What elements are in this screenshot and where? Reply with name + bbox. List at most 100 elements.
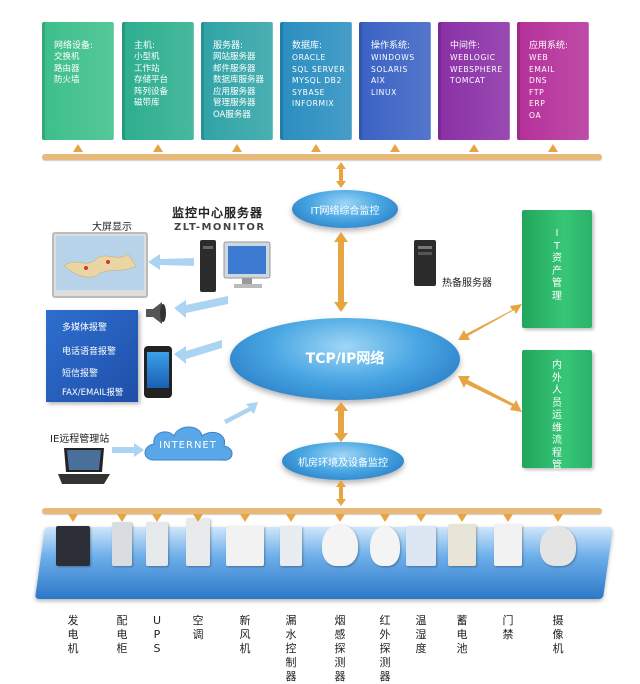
device-label: 发电机 (67, 614, 79, 655)
alarm-item: 短信报警 (62, 369, 99, 379)
connector-arrow (311, 144, 321, 152)
tcpip-network-node: TCP/IP网络 (230, 318, 460, 400)
connector-arrow (503, 514, 513, 522)
water-leak-controller-icon (280, 526, 302, 566)
power-cabinet-icon (112, 522, 132, 566)
device-label: 门禁 (502, 614, 514, 641)
connector-arrow (335, 514, 345, 522)
hot-backup-server-icon (414, 240, 436, 286)
device-label: 漏水控制器 (285, 614, 297, 683)
connector-arrow (68, 514, 78, 522)
battery-icon (448, 524, 476, 566)
speaker-icon (144, 300, 170, 330)
category-title: 网络设备: (54, 41, 94, 51)
category-cube: 主机:小型机 工作站 存储平台 阵列设备 磁带库 (122, 22, 194, 140)
device-label: 新风机 (239, 614, 251, 655)
connector-arrow (153, 144, 163, 152)
fresh-air-unit-icon (226, 526, 264, 566)
tcpip-label: TCP/IP网络 (305, 351, 385, 367)
device-label: 烟感探测器 (334, 614, 346, 683)
arrow-top-to-itmonitor (336, 162, 346, 188)
internet-label: INTERNET (159, 440, 217, 451)
category-cube: 应用系统: WEB EMAIL DNS FTP ERP OA (517, 22, 589, 140)
category-title: 服务器: (213, 41, 244, 51)
temp-humidity-sensor-icon (406, 526, 436, 566)
connector-arrow (240, 514, 250, 522)
device-label: 蓄电池 (456, 614, 468, 655)
bottom-bus-bar (42, 508, 602, 514)
device-label: 配电柜 (116, 614, 128, 655)
alarm-item: 多媒体报警 (62, 323, 108, 333)
connector-arrow (286, 514, 296, 522)
hot-backup-label: 热备服务器 (442, 278, 492, 289)
room-monitor-label: 机房环境及设备监控 (298, 458, 388, 469)
center-subtitle: ZLT-MONITOR (174, 222, 266, 233)
category-items: 网站服务器 邮件服务器 数据库服务器 应用服务器 管理服务器 OA服务器 (213, 52, 265, 120)
category-items: WEBLOGIC WEBSPHERE TOMCAT (450, 53, 503, 85)
smoke-detector-icon (322, 524, 358, 566)
arrow-cloud-to-tcp (218, 402, 258, 430)
ups-icon (146, 522, 168, 566)
big-screen-monitor (52, 232, 148, 298)
category-title: 主机: (134, 41, 156, 51)
connector-arrow (380, 514, 390, 522)
category-cube: 数据库: ORACLE SQL SERVER MYSQL DB2 SYBASE I… (280, 22, 352, 140)
category-title: 应用系统: (529, 41, 569, 51)
laptop-icon (56, 446, 110, 490)
it-monitor-node: IT网络综合监控 (292, 190, 398, 228)
arrow-to-bigscreen (148, 254, 194, 274)
connector-arrow (548, 144, 558, 152)
connector-arrow (416, 514, 426, 522)
connector-arrow (152, 514, 162, 522)
category-items: WEB EMAIL DNS FTP ERP OA (529, 53, 556, 120)
category-cube: 中间件: WEBLOGIC WEBSPHERE TOMCAT (438, 22, 510, 140)
ie-station-label: IE远程管理站 (50, 434, 110, 445)
generator-icon (56, 526, 90, 566)
alarm-methods-box: 多媒体报警 电话语音报警 短信报警 FAX/EMAIL报警 (46, 310, 138, 402)
arrow-itmonitor-to-tcp (334, 232, 348, 312)
category-title: 操作系统: (371, 41, 411, 51)
big-screen-label: 大屏显示 (92, 222, 132, 233)
internet-cloud: INTERNET (140, 420, 236, 468)
device-label: 摄像机 (552, 614, 564, 655)
arrow-room-to-bus (336, 480, 346, 506)
ops-process-box: 内外人员运维流程管理 (522, 350, 592, 484)
category-items: ORACLE SQL SERVER MYSQL DB2 SYBASE INFOR… (292, 53, 346, 108)
category-cube: 服务器:网站服务器 邮件服务器 数据库服务器 应用服务器 管理服务器 OA服务器 (201, 22, 273, 140)
arrow-tcp-to-room (334, 402, 348, 442)
category-cube: 网络设备:交换机 路由器 防火墙 (42, 22, 114, 140)
alarm-item: 电话语音报警 (62, 347, 117, 357)
device-label: 温湿度 (415, 614, 427, 655)
arrow-laptop-to-cloud (112, 442, 144, 461)
connector-arrow (117, 514, 127, 522)
top-bus-bar (42, 154, 602, 160)
connector-arrow (73, 144, 83, 152)
it-monitor-label: IT网络综合监控 (310, 206, 380, 217)
phone-icon (144, 346, 172, 398)
category-items: 小型机 工作站 存储平台 阵列设备 磁带库 (134, 52, 169, 108)
connector-arrow (553, 514, 563, 522)
air-conditioner-icon (186, 518, 210, 566)
access-control-icon (494, 524, 522, 566)
connector-arrow (469, 144, 479, 152)
alarm-item: FAX/EMAIL报警 (62, 388, 124, 398)
ops-process-label: 内外人员运维流程管理 (552, 360, 562, 484)
device-label: 空调 (192, 614, 204, 641)
category-title: 中间件: (450, 41, 481, 51)
category-cube: 操作系统: WINDOWS SOLARIS AIX LINUX (359, 22, 431, 140)
device-label: 红外探测器 (379, 614, 391, 683)
category-title: 数据库: (292, 41, 323, 51)
arrows-to-devices (172, 292, 232, 376)
arrow-tcp-to-asset (458, 300, 522, 348)
room-monitor-node: 机房环境及设备监控 (282, 442, 404, 480)
connector-arrow (193, 514, 203, 522)
connector-arrow (457, 514, 467, 522)
camera-icon (540, 526, 576, 566)
category-items: WINDOWS SOLARIS AIX LINUX (371, 53, 415, 97)
connector-arrow (232, 144, 242, 152)
category-items: 交换机 路由器 防火墙 (54, 52, 80, 85)
center-title: 监控中心服务器 (172, 206, 264, 220)
